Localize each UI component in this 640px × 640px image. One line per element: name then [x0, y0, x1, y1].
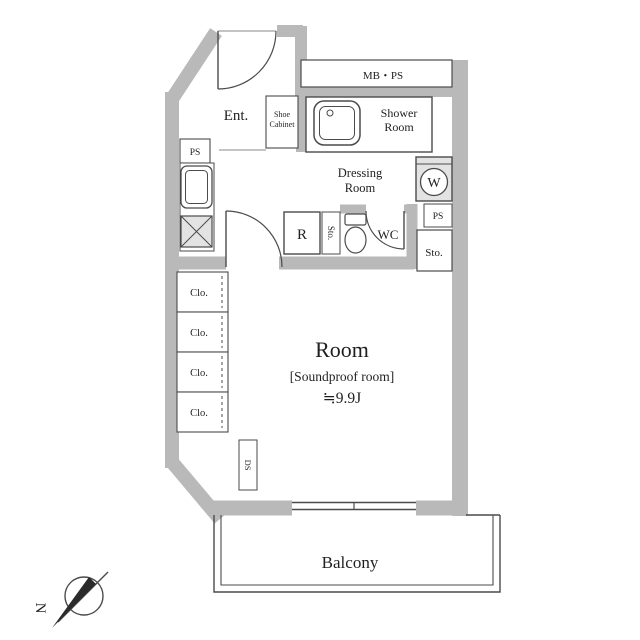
exterior-walls: [165, 25, 468, 524]
room-size-label: ≒9.9J: [323, 390, 361, 407]
closet-label-1: Clo.: [190, 288, 208, 299]
shoe-cabinet-label-line1: Shoe: [274, 110, 290, 119]
shoe-cabinet-label-line2: Cabinet: [270, 120, 296, 129]
storage-small-label: Sto.: [326, 226, 336, 240]
balcony-outline: [213, 514, 501, 593]
kitchen-sink-icon: [180, 165, 213, 209]
ps-left-label: PS: [190, 148, 201, 158]
interior-walls: [165, 204, 418, 270]
duct-space-box: [238, 439, 258, 491]
entry-door-swing-icon: [217, 30, 277, 90]
dressing-room-label-line2: Room: [345, 181, 376, 195]
room-door-swing-icon: [225, 210, 283, 268]
room-subtitle-label: [Soundproof room]: [290, 369, 395, 384]
closet-label-4: Clo.: [190, 408, 208, 419]
refrigerator-space-box: [283, 211, 321, 255]
sliding-window: [292, 501, 416, 511]
shoe-cabinet-box: [265, 95, 299, 149]
ps-right-box: [423, 203, 453, 228]
balcony-label: Balcony: [322, 553, 379, 572]
washing-machine-icon: [415, 156, 453, 202]
washer-label: W: [427, 176, 441, 191]
north-arrow-icon: [52, 571, 109, 628]
closet-label-3: Clo.: [190, 368, 208, 379]
room-title-label: Room: [315, 337, 369, 362]
north-label: N: [32, 603, 48, 614]
storage-right-label: Sto.: [425, 247, 443, 259]
ps-right-label: PS: [433, 212, 444, 222]
storage-small-box: [321, 211, 341, 255]
shower-room-label-line2: Room: [384, 120, 414, 134]
closet-label-2: Clo.: [190, 328, 208, 339]
wc-door-swing-icon: [365, 210, 405, 250]
mb-ps-label: MB・PS: [363, 70, 403, 82]
closet-column: [176, 271, 229, 433]
storage-right-box: [416, 229, 453, 272]
wc-label: WC: [378, 227, 399, 242]
duct-space-label: DS: [243, 460, 253, 471]
refrigerator-label: R: [297, 227, 307, 243]
stove-icon: [180, 215, 213, 248]
shower-room-label-line1: Shower: [381, 106, 418, 120]
ps-left-box: [179, 138, 211, 164]
mb-ps-box: [300, 59, 453, 88]
dressing-room-label-line1: Dressing: [338, 166, 383, 180]
bathtub-icon: [313, 100, 361, 146]
entrance-label: Ent.: [224, 108, 249, 124]
toilet-icon: [344, 213, 367, 254]
